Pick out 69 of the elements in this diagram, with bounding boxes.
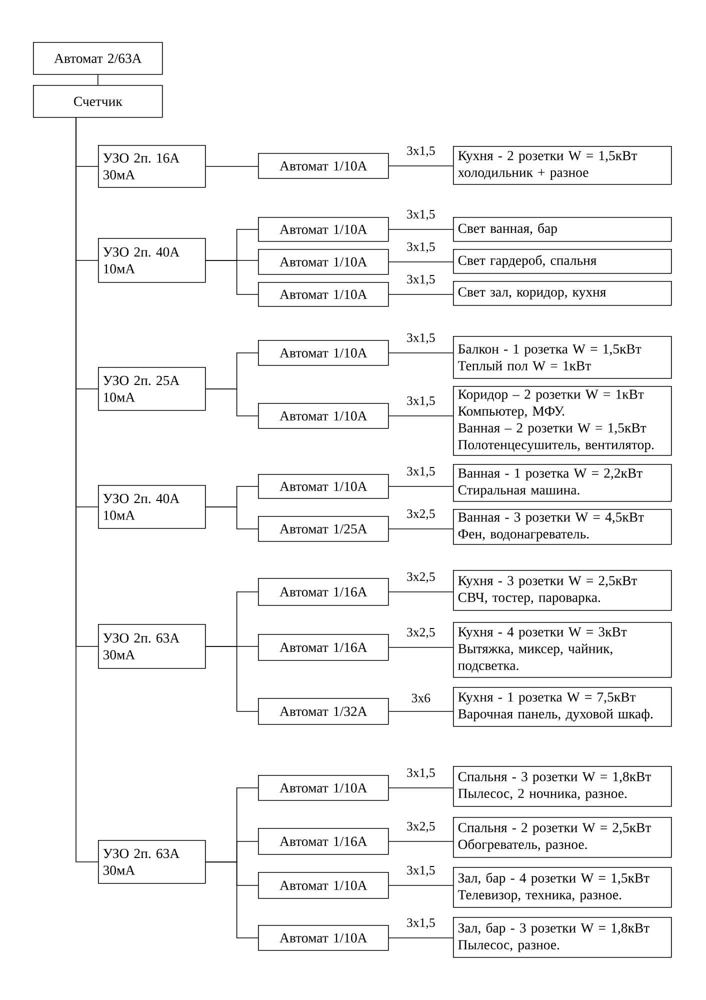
cable-label: 3х1,5	[405, 145, 437, 158]
rcd-box: УЗО 2п. 63A 30мА	[98, 624, 206, 669]
cable-label: 3х6	[410, 692, 432, 704]
load-box: Зал, бар - 3 розетки W = 1,8кВт Пылесос, разное.	[453, 917, 672, 958]
breaker-box: Автомат 1/10A	[258, 925, 389, 951]
load-box: Свет ванная, бар	[453, 217, 672, 242]
rcd-box: УЗО 2п. 63A 30мА	[98, 840, 206, 884]
wire-line	[388, 294, 454, 295]
rcd-box: УЗО 2п. 25A 10мА	[98, 367, 206, 411]
wire-line	[388, 229, 454, 230]
breaker-box: Автомат 1/16A	[258, 578, 389, 606]
load-box: Балкон - 1 розетка W = 1,5кВт Теплый пол W = 1кВт	[453, 336, 672, 379]
cable-label: 3х2,5	[405, 626, 437, 640]
breaker-box: Автомат 1/16A	[258, 828, 389, 855]
cable-label: 3х2,5	[405, 820, 437, 834]
breaker-box: Автомат 1/32A	[258, 698, 389, 725]
cable-label: 3х1,5	[405, 241, 437, 254]
breaker-box: Автомат 1/10A	[258, 340, 389, 366]
breaker-box: Автомат 1/10A	[258, 217, 389, 242]
breaker-box: Автомат 1/10A	[258, 403, 389, 429]
wire-line	[205, 862, 258, 938]
wire-line	[388, 528, 454, 530]
breaker-box: Автомат 1/10A	[258, 282, 389, 307]
meter-box: Счетчик	[33, 85, 163, 118]
wire-line	[205, 166, 258, 167]
load-box: Кухня - 1 розетка W = 7,5кВт Варочная панель, духовой шкаф.	[453, 687, 672, 727]
load-box: Ванная - 3 розетки W = 4,5кВт Фен, водонагреватель.	[453, 509, 672, 545]
breaker-box: Автомат 1/10A	[258, 249, 389, 275]
wire-line	[388, 711, 454, 712]
cable-label: 3х1,5	[405, 917, 437, 930]
wire-line	[205, 646, 258, 712]
load-box: Спальня - 3 розетки W = 1,8кВт Пылесос, 2 ночника, разное.	[453, 766, 672, 807]
wire-line	[388, 841, 454, 842]
rcd-box: УЗО 2п. 40A 10мА	[98, 485, 206, 529]
cable-label: 3х1,5	[405, 767, 437, 780]
load-box: Ванная - 1 розетка W = 2,2кВт Стиральная машина.	[453, 464, 672, 502]
cable-label: 3х2,5	[405, 571, 437, 584]
breaker-box: Автомат 1/10A	[258, 474, 389, 499]
cable-label: 3х1,5	[405, 395, 437, 408]
cable-label: 3х1,5	[405, 864, 437, 878]
load-box: Свет гардероб, спальня	[453, 249, 672, 274]
wire-line	[388, 647, 454, 648]
rcd-box: УЗО 2п. 16A 30мА	[98, 145, 206, 188]
breaker-box: Автомат 1/10A	[258, 872, 389, 899]
wire-line	[388, 352, 454, 354]
breaker-box: Автомат 2/63A	[33, 42, 163, 75]
wire-line	[205, 506, 258, 530]
wire-line	[205, 260, 258, 295]
load-box: Зал, бар - 4 розетки W = 1,5кВт Телевизор, техника, разное.	[453, 867, 672, 908]
breaker-box: Автомат 1/25A	[258, 516, 389, 542]
wire-line	[76, 117, 98, 862]
cable-label: 3х1,5	[405, 274, 437, 287]
load-box: Свет зал, коридор, кухня	[453, 281, 672, 306]
load-box: Кухня - 3 розетки W = 2,5кВт СВЧ, тостер, пароварка.	[453, 570, 672, 611]
breaker-box: Автомат 1/16A	[258, 634, 389, 661]
load-box: Коридор – 2 розетки W = 1кВт Компьютер, МФУ. Ванная – 2 розетки W = 1,5кВт Полотенцесушитель, вентилятор.	[453, 386, 672, 456]
cable-label: 3х1,5	[405, 332, 437, 346]
load-box: Кухня - 2 розетки W = 1,5кВт холодильник + разное	[453, 146, 672, 185]
breaker-box: Автомат 1/10A	[258, 775, 389, 801]
cable-label: 3х1,5	[405, 466, 437, 479]
cable-label: 3х2,5	[405, 508, 437, 522]
wire-line	[388, 486, 454, 487]
rcd-box: УЗО 2п. 40A 10мА	[98, 238, 206, 283]
cable-label: 3х1,5	[405, 208, 437, 222]
load-box: Кухня - 4 розетки W = 3кВт Вытяжка, миксер, чайник, подсветка.	[453, 622, 672, 678]
load-box: Спальня - 2 розетки W = 2,5кВт Обогреватель, разное.	[453, 817, 672, 858]
breaker-box: Автомат 1/10A	[258, 153, 389, 179]
wire-line	[388, 885, 454, 886]
wire-line	[205, 388, 258, 416]
